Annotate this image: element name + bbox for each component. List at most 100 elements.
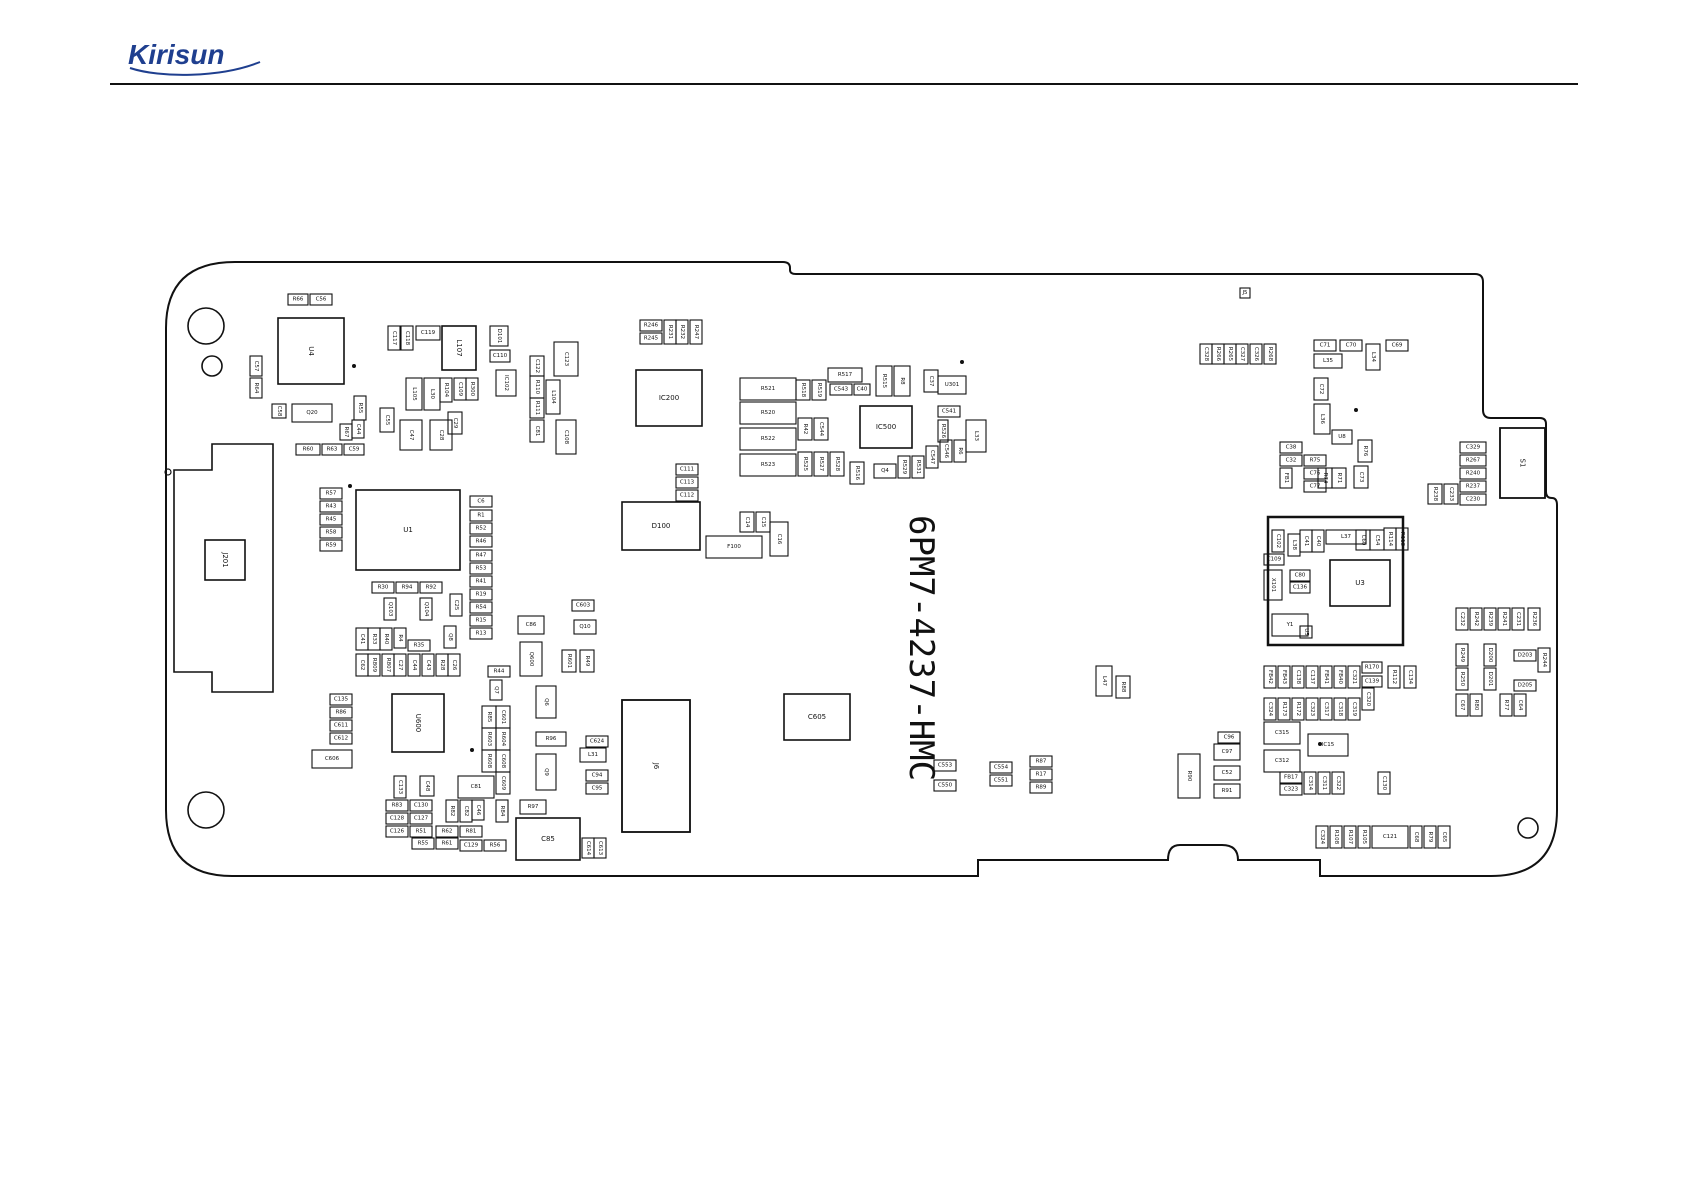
component-label: R42 (802, 424, 808, 435)
component-label: C41 (1303, 536, 1309, 547)
component-label: R56 (490, 843, 501, 849)
component-outline (355, 489, 461, 571)
component-label: R111 (534, 401, 540, 415)
component-label: R19 (476, 592, 487, 598)
component-outline (385, 799, 409, 812)
component-c69: C69 (1385, 339, 1409, 352)
component-label: U600 (414, 714, 422, 732)
component-label: L33 (973, 431, 979, 442)
component-ic15: IC15 (1307, 733, 1349, 757)
component-outline (1331, 771, 1345, 795)
component-r86: R86 (329, 706, 353, 719)
component-outline (555, 419, 577, 455)
component-label: R47 (476, 553, 487, 559)
component-label: C328 (1203, 347, 1209, 362)
component-outline (797, 451, 813, 477)
component-label: L38 (1291, 540, 1297, 551)
component-r244: R244 (1537, 647, 1551, 673)
component-label: R60 (303, 447, 314, 453)
component-outline (1279, 467, 1293, 489)
component-c547: C547 (925, 445, 939, 469)
component-label: R82 (449, 806, 455, 817)
component-label: Q9 (543, 768, 549, 776)
component-outline (1537, 647, 1551, 673)
component-r58: R58 (319, 526, 343, 539)
pin1-dot (352, 364, 356, 368)
component-label: R104 (443, 383, 449, 398)
component-outline (1029, 768, 1053, 781)
component-label: C130 (414, 803, 429, 809)
component-label: R110 (534, 380, 540, 395)
component-label: C67 (1459, 700, 1465, 711)
component-label: R172 (1295, 702, 1301, 716)
component-label: C32 (1286, 458, 1297, 464)
component-label: R94 (402, 585, 413, 591)
component-label: C44 (355, 424, 361, 435)
component-r240: R240 (1459, 467, 1487, 480)
component-label: D101 (496, 329, 502, 344)
component-outline (421, 653, 435, 677)
component-label: R114 (1387, 532, 1393, 547)
component-l36: L36 (1313, 403, 1331, 435)
component-label: C41 (359, 634, 365, 645)
component-outline (989, 774, 1013, 787)
component-r108: R108 (1329, 825, 1343, 849)
component-label: R300 (469, 382, 475, 397)
component-l38: L38 (1287, 533, 1301, 557)
component-outline (1029, 781, 1053, 794)
component-c605: C605 (783, 693, 851, 741)
component-label: C96 (1224, 735, 1235, 741)
component-l37: L37 (1325, 529, 1367, 545)
component-label: R519 (816, 383, 822, 398)
component-label: R89 (1036, 785, 1047, 791)
component-c58: C58 (271, 403, 287, 419)
component-c130: C130 (409, 799, 433, 812)
component-c612: C612 (329, 732, 353, 745)
component-r113: R113 (1395, 527, 1409, 551)
component-label: R17 (1036, 772, 1047, 778)
component-c108: C108 (555, 419, 577, 455)
component-r242: R242 (1469, 607, 1483, 631)
component-outline (933, 759, 957, 772)
component-label: C541 (942, 409, 956, 415)
component-c14: C14 (739, 511, 755, 533)
component-outline (739, 427, 797, 451)
component-label: R604 (500, 732, 506, 747)
component-outline (395, 581, 419, 594)
component-outline (343, 443, 365, 456)
component-c109: C109 (453, 377, 467, 401)
component-outline (1387, 665, 1401, 689)
component-label: C27 (397, 660, 403, 671)
component-c16: C16 (769, 521, 789, 557)
component-r245: R245 (639, 332, 663, 345)
component-r107: R107 (1343, 825, 1357, 849)
component-c102: C102 (1271, 529, 1285, 553)
component-c543: C543 (829, 383, 853, 396)
component-label: C311 (1321, 776, 1327, 790)
component-l33: L33 (965, 419, 987, 453)
component-c80: C80 (1289, 569, 1311, 582)
component-label: J5 (1241, 290, 1248, 296)
component-label: C65 (1441, 832, 1447, 843)
component-outline (419, 775, 435, 797)
component-outline (1423, 825, 1437, 849)
component-outline (1213, 743, 1241, 761)
component-s1: S1 (1499, 427, 1546, 499)
component-d205: D205 (1513, 679, 1537, 692)
component-outline (529, 397, 545, 419)
component-outline (319, 500, 343, 513)
component-r527: R527 (813, 451, 829, 477)
component-outline (1315, 825, 1329, 849)
component-outline (911, 455, 925, 479)
component-outline (585, 735, 609, 748)
component-label: R79 (1427, 832, 1433, 843)
component-label: C73 (1358, 472, 1364, 483)
component-l104: L104 (545, 379, 561, 415)
component-outline (1329, 559, 1391, 607)
component-label: C624 (590, 739, 605, 745)
component-outline (311, 749, 353, 769)
component-r809: R809 (367, 653, 381, 677)
component-label: Q8 (447, 633, 453, 641)
component-label: R59 (326, 543, 337, 549)
component-label: R1 (477, 513, 484, 519)
